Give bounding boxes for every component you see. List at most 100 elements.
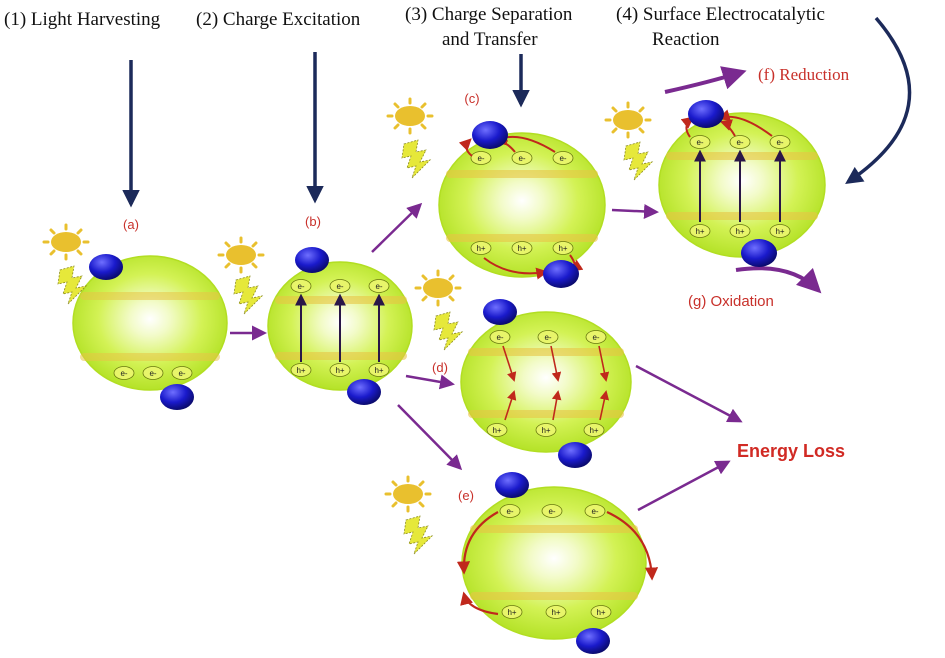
svg-text:e-: e- <box>496 333 503 342</box>
conduction-band <box>468 348 624 356</box>
electron-row: e- e- e- <box>290 279 390 293</box>
svg-text:h+: h+ <box>775 227 784 236</box>
hole-row: h+ h+ h+ <box>486 423 605 437</box>
step-4-label-line2: Reaction <box>652 29 720 50</box>
excitation-arrows <box>295 293 385 362</box>
panel-a: e- e- e- (a) <box>42 217 228 410</box>
step-1-label: (1) Light Harvesting <box>4 9 161 30</box>
svg-text:e-: e- <box>544 333 551 342</box>
cocatalyst-icon <box>558 442 592 468</box>
sun-icon <box>386 97 434 135</box>
valence-band <box>470 592 638 600</box>
step-2-label: (2) Charge Excitation <box>196 9 361 30</box>
svg-text:e-: e- <box>178 369 185 378</box>
reduction-arrow <box>664 66 747 94</box>
flow-e-to-loss <box>637 460 731 512</box>
sun-icon <box>42 223 90 261</box>
cocatalyst-icon <box>576 628 610 654</box>
process-flow-arrows <box>230 202 743 512</box>
step-4-arrow <box>845 16 912 184</box>
svg-text:h+: h+ <box>735 227 744 236</box>
light-ray-icon <box>623 141 653 181</box>
valence-band <box>80 353 220 361</box>
hole-row: h+ h+ h+ <box>290 363 390 377</box>
svg-text:h+: h+ <box>589 426 598 435</box>
panel-surface-reaction: e- e- e- h+ h+ h+ (f) Reduction (g) Oxid… <box>604 65 850 310</box>
svg-text:h+: h+ <box>476 244 485 253</box>
sun-icon <box>414 269 462 307</box>
flow-c-to-4 <box>611 203 659 219</box>
light-ray-icon <box>401 139 431 179</box>
svg-text:e-: e- <box>297 282 304 291</box>
svg-text:h+: h+ <box>596 608 605 617</box>
svg-text:h+: h+ <box>507 608 516 617</box>
cocatalyst-icon <box>295 247 329 273</box>
svg-text:e-: e- <box>120 369 127 378</box>
svg-text:h+: h+ <box>374 366 383 375</box>
flow-b-to-d <box>405 374 455 390</box>
svg-text:e-: e- <box>506 507 513 516</box>
svg-text:e-: e- <box>336 282 343 291</box>
cocatalyst-icon <box>483 299 517 325</box>
cocatalyst-icon <box>543 260 579 288</box>
svg-text:h+: h+ <box>541 426 550 435</box>
step-3-label-line2: and Transfer <box>442 29 538 50</box>
cocatalyst-icon <box>89 254 123 280</box>
panel-d-label: (d) <box>432 360 448 375</box>
hole-row: h+ h+ h+ <box>470 241 574 255</box>
recombination-arrows <box>502 345 610 421</box>
svg-text:h+: h+ <box>517 244 526 253</box>
flow-b-to-e <box>397 404 463 471</box>
panel-a-label: (a) <box>123 217 139 232</box>
conduction-band <box>446 170 598 178</box>
panel-e: e- e- e- h+ h+ h+ (e) <box>384 472 659 654</box>
recombination-arrows <box>456 511 659 616</box>
sun-icon <box>217 236 265 274</box>
svg-text:h+: h+ <box>695 227 704 236</box>
oxidation-arrow <box>735 266 822 294</box>
electron-row: e- e- e- <box>489 330 607 344</box>
cocatalyst-icon <box>472 121 508 149</box>
svg-text:e-: e- <box>696 138 703 147</box>
cocatalyst-icon <box>741 239 777 267</box>
cocatalyst-icon <box>347 379 381 405</box>
panel-b: e- e- e- h+ h+ h+ (b) <box>217 214 413 405</box>
panel-c: e- e- e- h+ h+ h+ (c) <box>386 91 606 288</box>
energy-loss-label: Energy Loss <box>737 441 845 461</box>
svg-text:e-: e- <box>149 369 156 378</box>
oxidation-label: (g) Oxidation <box>688 293 774 310</box>
light-ray-icon <box>403 515 433 555</box>
panel-e-label: (e) <box>458 488 474 503</box>
valence-band <box>666 212 818 220</box>
reduction-label: (f) Reduction <box>758 65 850 84</box>
excitation-arrows <box>694 149 786 222</box>
svg-text:h+: h+ <box>551 608 560 617</box>
valence-band <box>446 234 598 242</box>
cocatalyst-icon <box>160 384 194 410</box>
hole-row: h+ h+ h+ <box>689 224 791 238</box>
electron-row: e- e- e- <box>113 366 193 380</box>
svg-text:e-: e- <box>477 154 484 163</box>
svg-text:h+: h+ <box>558 244 567 253</box>
panel-c-label: (c) <box>464 91 479 106</box>
svg-text:e-: e- <box>592 333 599 342</box>
cocatalyst-icon <box>495 472 529 498</box>
panel-d: e- e- e- h+ h+ h+ (d) <box>414 269 632 468</box>
hole-row: h+ h+ h+ <box>501 605 612 619</box>
step-3-label-line1: (3) Charge Separation <box>405 4 573 25</box>
cocatalyst-icon <box>688 100 724 128</box>
light-ray-icon <box>433 311 463 351</box>
step-4-label-line1: (4) Surface Electrocatalytic <box>616 4 825 25</box>
svg-text:e-: e- <box>375 282 382 291</box>
svg-text:h+: h+ <box>335 366 344 375</box>
svg-text:h+: h+ <box>492 426 501 435</box>
flow-d-to-loss <box>635 364 743 423</box>
svg-text:e-: e- <box>559 154 566 163</box>
svg-text:e-: e- <box>776 138 783 147</box>
conduction-band <box>666 152 818 160</box>
svg-text:e-: e- <box>548 507 555 516</box>
conduction-band <box>80 292 220 300</box>
electron-row: e- e- e- <box>470 151 574 165</box>
sun-icon <box>604 101 652 139</box>
